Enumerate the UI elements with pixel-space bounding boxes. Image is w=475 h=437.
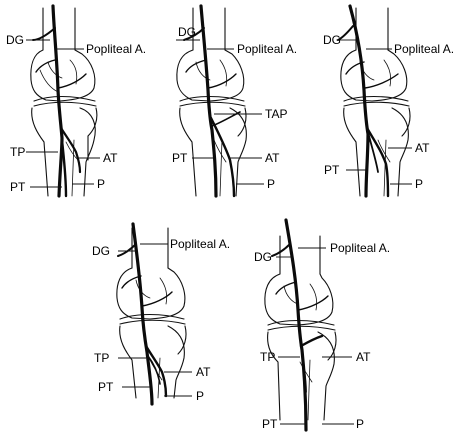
panel-variant-3: DG Popliteal A. AT PT P (323, 4, 454, 198)
artery-tree (337, 4, 399, 198)
label-popliteal-artery: Popliteal A. (394, 42, 454, 56)
label-popliteal-artery: Popliteal A. (86, 42, 146, 56)
label-popliteal-artery: Popliteal A. (170, 237, 230, 251)
artery-tree (271, 218, 329, 432)
label-p: P (267, 177, 275, 191)
label-dg: DG (6, 33, 24, 47)
leader-lines (118, 243, 192, 397)
label-at: AT (196, 365, 211, 379)
label-tp: TP (94, 351, 109, 365)
leader-lines (176, 39, 264, 185)
panel-variant-1: DG Popliteal A. TP AT PT P (6, 4, 146, 198)
label-p: P (356, 417, 364, 431)
panel-variant-5: DG Popliteal A. TP AT PT P (254, 218, 390, 432)
label-at: AT (103, 151, 118, 165)
knee-bones-drawing (116, 227, 187, 399)
knee-bones-drawing (176, 7, 247, 197)
label-dg: DG (92, 244, 110, 258)
knee-bones-drawing (340, 7, 411, 197)
label-tp: TP (260, 350, 275, 364)
label-p: P (415, 177, 423, 191)
label-p: P (97, 177, 105, 191)
panel-variant-2: DG Popliteal A. TAP PT AT P (172, 4, 297, 198)
leader-lines (340, 39, 412, 185)
label-pt: PT (10, 180, 26, 194)
label-pt: PT (324, 163, 340, 177)
label-popliteal-artery: Popliteal A. (237, 42, 297, 56)
panel-variant-4: DG Popliteal A. TP AT PT P (92, 222, 230, 406)
label-pt: PT (172, 151, 188, 165)
label-tap: TAP (265, 107, 287, 121)
artery-tree (183, 4, 241, 198)
label-pt: PT (98, 380, 114, 394)
leader-lines (26, 39, 100, 188)
label-dg: DG (323, 33, 341, 47)
label-tp: TP (10, 145, 25, 159)
label-popliteal-artery: Popliteal A. (330, 241, 390, 255)
artery-tree (32, 4, 87, 198)
label-at: AT (415, 141, 430, 155)
label-pt: PT (262, 417, 278, 431)
artery-tree (117, 222, 173, 406)
leader-lines (276, 247, 354, 425)
label-dg: DG (178, 25, 196, 39)
label-at: AT (356, 350, 371, 364)
label-dg: DG (254, 250, 272, 264)
label-at: AT (265, 151, 280, 165)
label-p: P (196, 389, 204, 403)
